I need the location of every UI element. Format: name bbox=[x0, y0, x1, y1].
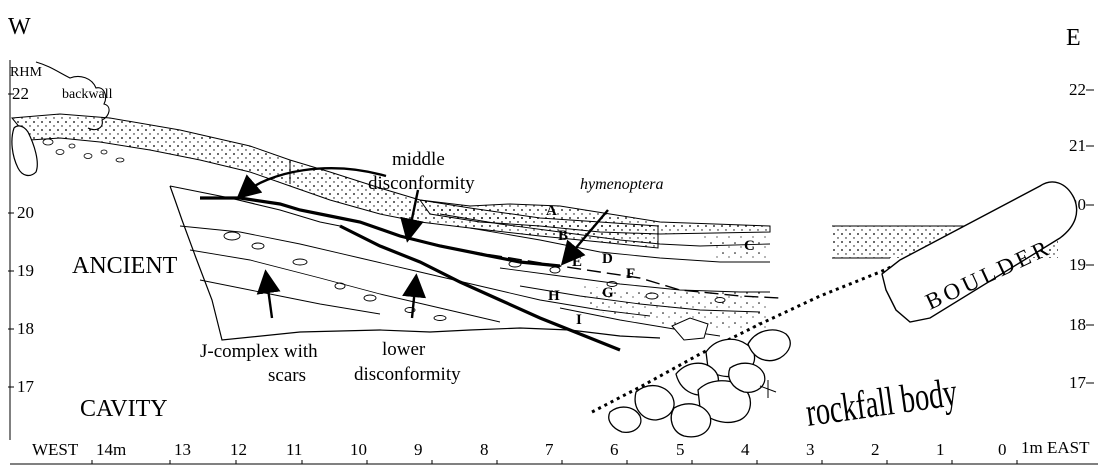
axis-9: 9 bbox=[414, 440, 423, 459]
axis-14m: 14m bbox=[96, 440, 126, 459]
left-scale-18: 18 bbox=[17, 319, 34, 338]
cavity-label: CAVITY bbox=[80, 396, 168, 422]
unit-e-label: E bbox=[572, 254, 582, 270]
east-label: E bbox=[1066, 25, 1081, 51]
rockfall-label: rockfall body bbox=[803, 369, 960, 435]
axis-12: 12 bbox=[230, 440, 247, 459]
j-complex-label-2: scars bbox=[268, 365, 306, 386]
unit-a-deposit bbox=[420, 200, 770, 234]
unit-g-label: G bbox=[602, 285, 614, 301]
middle-disconformity-label-2: disconformity bbox=[368, 173, 475, 194]
unit-b-label: B bbox=[558, 228, 568, 244]
left-scale-19: 19 bbox=[17, 261, 34, 280]
unit-h-label: H bbox=[548, 288, 560, 304]
axis-3: 3 bbox=[806, 440, 815, 459]
unit-c-label: C bbox=[744, 238, 755, 254]
left-scale-22: 22 bbox=[12, 84, 29, 103]
left-scale-20: 20 bbox=[17, 203, 34, 222]
right-scale-19: 19 bbox=[1069, 255, 1086, 274]
axis-10: 10 bbox=[350, 440, 367, 459]
axis-west: WEST bbox=[32, 440, 79, 459]
axis-0: 0 bbox=[998, 440, 1007, 459]
j-complex-label-1: J-complex with bbox=[200, 341, 318, 362]
hymenoptera-label: hymenoptera bbox=[580, 176, 664, 193]
axis-8: 8 bbox=[480, 440, 489, 459]
middle-disconformity-label-1: middle bbox=[392, 149, 445, 170]
right-scale-17: 17 bbox=[1069, 373, 1087, 392]
lower-disconformity-label-1: lower bbox=[382, 339, 426, 360]
right-scale-18: 18 bbox=[1069, 315, 1086, 334]
axis-1: 1 bbox=[936, 440, 945, 459]
bottom-axis-labels: WEST 14m 13 12 11 10 9 8 7 6 5 4 3 2 1 0… bbox=[32, 440, 1007, 459]
axis-6: 6 bbox=[610, 440, 619, 459]
datum-label: RHM bbox=[10, 65, 42, 80]
unit-a-label: A bbox=[546, 203, 557, 219]
axis-7: 7 bbox=[545, 440, 554, 459]
axis-13: 13 bbox=[174, 440, 191, 459]
axis-1m-east-text: 1m EAST bbox=[1021, 438, 1089, 457]
axis-11: 11 bbox=[286, 440, 302, 459]
right-scale-22: 22 bbox=[1069, 80, 1086, 99]
axis-4: 4 bbox=[741, 440, 750, 459]
right-scale-21: 21 bbox=[1069, 136, 1086, 155]
ancient-label: ANCIENT bbox=[72, 253, 178, 279]
axis-5: 5 bbox=[676, 440, 685, 459]
west-label: W bbox=[8, 14, 31, 40]
axis-east-overlay: 1m EAST bbox=[1021, 438, 1089, 458]
unit-f-label: F bbox=[626, 266, 635, 282]
backwall-label: backwall bbox=[62, 87, 113, 102]
j-complex-arrow bbox=[266, 274, 272, 318]
left-scale-17: 17 bbox=[17, 377, 35, 396]
axis-2: 2 bbox=[871, 440, 880, 459]
unit-d-label: D bbox=[602, 251, 613, 267]
unit-i-label: I bbox=[576, 312, 582, 328]
lower-disconformity-label-2: disconformity bbox=[354, 364, 461, 385]
rockfall-clasts bbox=[609, 330, 791, 437]
